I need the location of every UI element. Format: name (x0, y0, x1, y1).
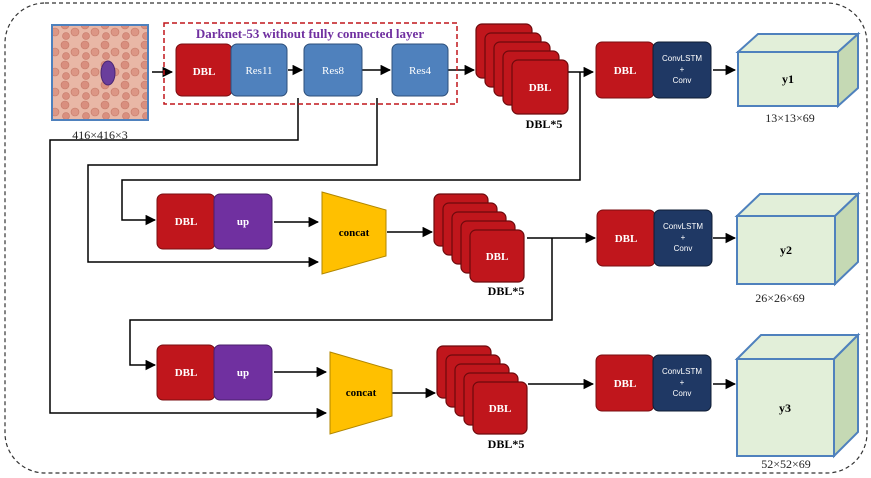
branch1-convlstm-line1: ConvLSTM (662, 54, 702, 63)
backbone-dbl-block: DBL (175, 43, 233, 97)
row2-up-block: up (213, 344, 273, 401)
branch1-dbl-block: DBL (595, 41, 655, 99)
outer-frame (4, 2, 868, 474)
input-dims: 416×416×3 (72, 128, 128, 142)
dbl5-stack-3: DBL (436, 345, 528, 435)
branch2-dbl-block: DBL (596, 209, 656, 267)
dbl5-stack-2: DBL (433, 193, 525, 283)
output-cube-3: y3 (734, 332, 861, 459)
branch2-dbl-label: DBL (615, 233, 638, 245)
dbl5-stack-1: DBL (475, 23, 569, 115)
dbl-layer (469, 229, 525, 283)
parasite-cell (100, 60, 116, 86)
res4-label: Res4 (409, 65, 432, 77)
branch3-convlstm-block: ConvLSTM + Conv (652, 354, 712, 412)
output-cube-1: y1 (735, 31, 861, 109)
res4-block: Res4 (391, 43, 449, 97)
output-3-dims: 52×52×69 (761, 457, 811, 471)
row1-concat-block: concat (321, 191, 387, 275)
row1-dbl-block: DBL (156, 193, 216, 250)
output-2-dims: 26×26×69 (755, 291, 805, 305)
backbone-dbl-label: DBL (193, 66, 216, 78)
backbone-border (163, 22, 458, 105)
input-image (51, 24, 149, 121)
output-1-dims: 13×13×69 (765, 111, 815, 125)
stack-dbl-label: DBL (529, 82, 552, 94)
branch3-dbl-block: DBL (595, 354, 655, 412)
branch1-convlstm-line2: + (680, 65, 685, 74)
res8-block: Res8 (303, 43, 363, 97)
row2-dbl-label: DBL (175, 367, 198, 379)
dbl-layer (511, 59, 569, 115)
output-1-label: y1 (782, 72, 794, 86)
row2-concat-block: concat (329, 351, 393, 435)
res11-block: Res11 (230, 43, 288, 97)
branch3-convlstm-line2: + (680, 378, 685, 387)
row1-up-block: up (213, 193, 273, 250)
branch2-convlstm-block: ConvLSTM + Conv (653, 209, 713, 267)
dbl-layer (472, 381, 528, 435)
stack-3-label: DBL*5 (488, 437, 525, 451)
branch2-convlstm-line2: + (681, 233, 686, 242)
blood-smear-image (51, 24, 149, 121)
branch3-convlstm-line3: Conv (673, 389, 692, 398)
row1-dbl-label: DBL (175, 216, 198, 228)
row1-concat-label: concat (339, 227, 370, 239)
branch3-convlstm-line1: ConvLSTM (662, 367, 702, 376)
stack-dbl-label: DBL (486, 251, 509, 263)
row2-dbl-block: DBL (156, 344, 216, 401)
row1-up-label: up (237, 216, 249, 228)
branch2-convlstm-line3: Conv (674, 244, 693, 253)
branch1-convlstm-block: ConvLSTM + Conv (652, 41, 712, 99)
row2-concat-label: concat (346, 387, 377, 399)
res8-label: Res8 (322, 65, 345, 77)
branch2-convlstm-line1: ConvLSTM (663, 222, 703, 231)
branch1-dbl-label: DBL (614, 65, 637, 77)
backbone-title: Darknet-53 without fully connected layer (196, 26, 424, 41)
output-3-label: y3 (779, 401, 791, 415)
connectors (49, 64, 737, 419)
row2-up-label: up (237, 367, 249, 379)
branch1-convlstm-line3: Conv (673, 76, 692, 85)
stack-2-label: DBL*5 (488, 284, 525, 298)
res11-label: Res11 (245, 65, 272, 77)
stack-1-label: DBL*5 (526, 117, 563, 131)
output-2-label: y2 (780, 243, 792, 257)
output-cube-2: y2 (734, 191, 861, 287)
stack-dbl-label: DBL (489, 403, 512, 415)
branch3-dbl-label: DBL (614, 378, 637, 390)
